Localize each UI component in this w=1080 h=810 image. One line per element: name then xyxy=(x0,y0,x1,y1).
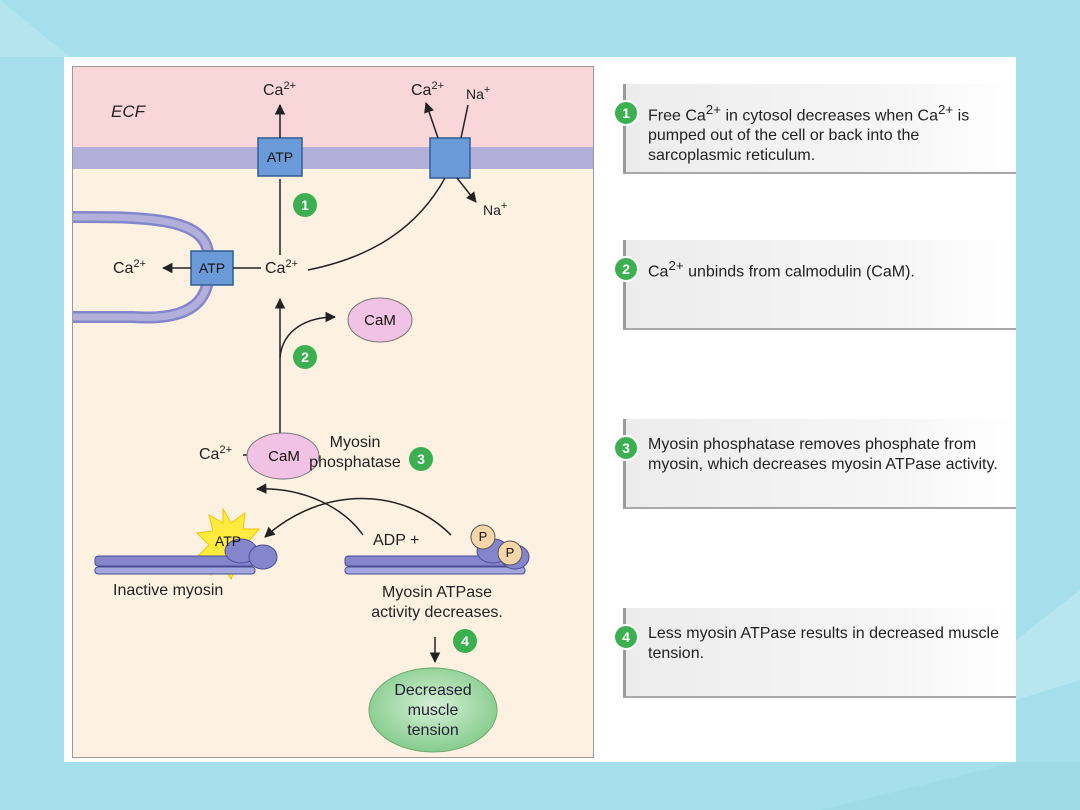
step-box-3: 3 Myosin phosphatase removes phosphate f… xyxy=(613,419,1016,509)
inactive-myosin-label: Inactive myosin xyxy=(113,582,224,599)
badge-1: 1 xyxy=(293,193,317,217)
step-box-4: 4 Less myosin ATPase results in decrease… xyxy=(613,608,1016,698)
slide-content: ECF Ca2+ Ca2+ Na+ Na+ ATP ATP 1 Ca2+ Ca2… xyxy=(64,57,1016,762)
adp-label: ADP + xyxy=(373,532,420,549)
myosin-phosphatase-label: Myosin phosphatase xyxy=(309,434,401,471)
step-text-1: Free Ca2+ in cytosol decreases when Ca2+… xyxy=(648,102,970,165)
phosphate-2 xyxy=(497,540,523,566)
arrow-phosphate-to-atp xyxy=(255,483,364,536)
arrow-cytosol-to-exchanger xyxy=(307,177,446,271)
badge-3: 3 xyxy=(409,447,433,471)
ecf-region xyxy=(73,67,593,147)
arrow-exchanger-ca-out xyxy=(424,102,439,139)
badge-4: 4 xyxy=(453,629,477,653)
badge-2: 2 xyxy=(293,345,317,369)
cytosol-ca-label: Ca2+ xyxy=(265,258,298,277)
diagram-panel: ECF Ca2+ Ca2+ Na+ Na+ ATP ATP 1 Ca2+ Ca2… xyxy=(72,66,594,758)
step-box-1: 1 Free Ca2+ in cytosol decreases when Ca… xyxy=(613,84,1016,174)
diagram-graphics xyxy=(73,67,593,753)
phosphate-1-label: P xyxy=(478,529,488,544)
na-bottom-label: Na+ xyxy=(483,200,508,218)
membrane-pump-label: ATP xyxy=(266,149,294,165)
ecf-label: ECF xyxy=(111,102,145,121)
arrow-na-in-bottom xyxy=(456,177,477,203)
ca-cam-ca-label: Ca2+ xyxy=(199,444,232,463)
inactive-myosin xyxy=(94,538,278,575)
cam-free-label: CaM xyxy=(364,312,396,329)
phosphate-1 xyxy=(470,524,496,550)
step-badge-3: 3 xyxy=(613,435,639,461)
step-badge-1: 1 xyxy=(613,100,639,126)
na-top-label: Na+ xyxy=(466,84,491,102)
top-ca-label: Ca2+ xyxy=(263,80,296,99)
step-box-2: 2 Ca2+ unbinds from calmodulin (CaM). xyxy=(613,240,1016,330)
result-label: Decreased muscle tension xyxy=(394,682,472,739)
phosphate-2-label: P xyxy=(505,545,515,560)
sr-pump-label: ATP xyxy=(198,260,226,276)
step-text-3: Myosin phosphatase removes phosphate fro… xyxy=(648,436,998,473)
step-badge-4: 4 xyxy=(613,624,639,650)
result-oval xyxy=(368,667,498,753)
step-text-2: Ca2+ unbinds from calmodulin (CaM). xyxy=(648,258,915,281)
na-ca-exchanger xyxy=(429,137,471,179)
step-badge-2: 2 xyxy=(613,256,639,282)
sr-ca-label: Ca2+ xyxy=(113,258,146,277)
exchanger-ca-label: Ca2+ xyxy=(411,80,444,99)
step-text-4: Less myosin ATPase results in decreased … xyxy=(648,625,999,662)
arrow-cam-release xyxy=(279,311,337,358)
membrane-atp-pump xyxy=(257,137,303,177)
arrow-na-in-top xyxy=(460,104,469,139)
atp-burst-label: ATP xyxy=(214,533,242,549)
ca-cam-label: CaM xyxy=(268,448,300,465)
arrow-phosphatase-to-inactive xyxy=(264,497,452,538)
atpase-decrease-label: Myosin ATPase activity decreases. xyxy=(371,584,503,621)
cam-free xyxy=(347,297,413,343)
cell-membrane xyxy=(73,147,593,169)
ca-cam-complex xyxy=(246,432,320,480)
